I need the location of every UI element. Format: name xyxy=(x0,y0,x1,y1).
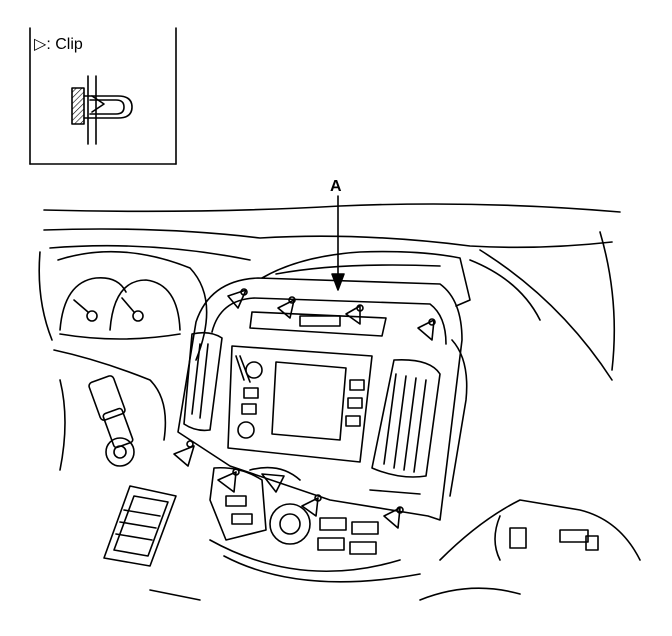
clip-symbol: ▷ xyxy=(34,36,47,53)
clip-marker xyxy=(301,494,322,517)
callout-label-a: A xyxy=(330,178,342,195)
clip-marker xyxy=(217,468,240,493)
left-air-vent xyxy=(183,331,223,432)
right-air-vent xyxy=(371,358,441,478)
clip-marker xyxy=(173,440,195,467)
instrument-cluster xyxy=(57,250,208,361)
head-unit xyxy=(227,345,373,463)
clip-marker xyxy=(417,318,436,341)
display-hood xyxy=(261,250,471,307)
center-fascia-panel xyxy=(177,277,463,521)
clip-detail-icon xyxy=(71,75,133,145)
console-side xyxy=(149,339,641,601)
clip-marker xyxy=(345,304,364,325)
steering-column xyxy=(53,349,167,471)
legend-box-border xyxy=(29,27,177,165)
clip-marker xyxy=(277,296,296,319)
legend-label: ▷: Clip xyxy=(34,34,83,54)
pedal xyxy=(103,485,177,567)
climate-controls xyxy=(209,466,421,583)
clip-marker xyxy=(383,506,404,529)
callout-arrow xyxy=(331,195,345,291)
clip-markers xyxy=(173,288,436,529)
clip-marker xyxy=(227,288,248,309)
dashboard-outline xyxy=(38,203,621,381)
clip-legend-text: : Clip xyxy=(46,36,83,53)
